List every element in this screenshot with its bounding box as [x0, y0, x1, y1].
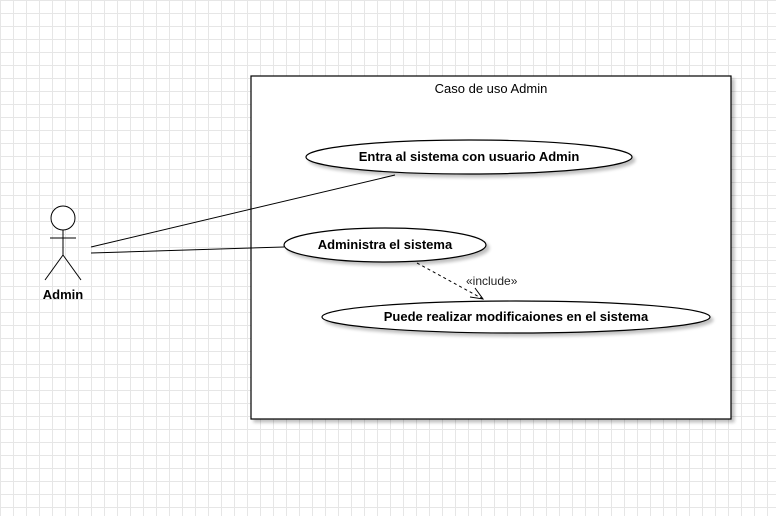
include-arrowhead — [469, 287, 485, 300]
use-case-ellipse[interactable] — [305, 139, 633, 175]
use-case-label: Puede realizar modificaiones en el siste… — [384, 309, 649, 324]
use-case-administra[interactable]: Administra el sistema — [283, 227, 487, 263]
include-line[interactable] — [416, 262, 484, 300]
use-case-ellipse[interactable] — [321, 300, 711, 334]
association-admin-uc2[interactable] — [90, 246, 285, 254]
association-admin-uc1[interactable] — [90, 174, 396, 248]
use-case-ellipse[interactable] — [283, 227, 487, 263]
actor-label: Admin — [43, 287, 84, 302]
actor-admin[interactable]: Admin — [43, 205, 84, 302]
use-case-entra[interactable]: Entra al sistema con usuario Admin — [305, 139, 633, 175]
use-case-label: Administra el sistema — [318, 237, 453, 252]
include-stereotype-label: «include» — [466, 274, 518, 288]
use-case-modificaciones[interactable]: Puede realizar modificaiones en el siste… — [321, 300, 711, 334]
stick-figure-icon[interactable] — [44, 205, 82, 281]
system-boundary-title: Caso de uso Admin — [435, 81, 548, 96]
use-case-label: Entra al sistema con usuario Admin — [359, 149, 580, 164]
include-relationship[interactable]: «include» — [416, 262, 518, 300]
